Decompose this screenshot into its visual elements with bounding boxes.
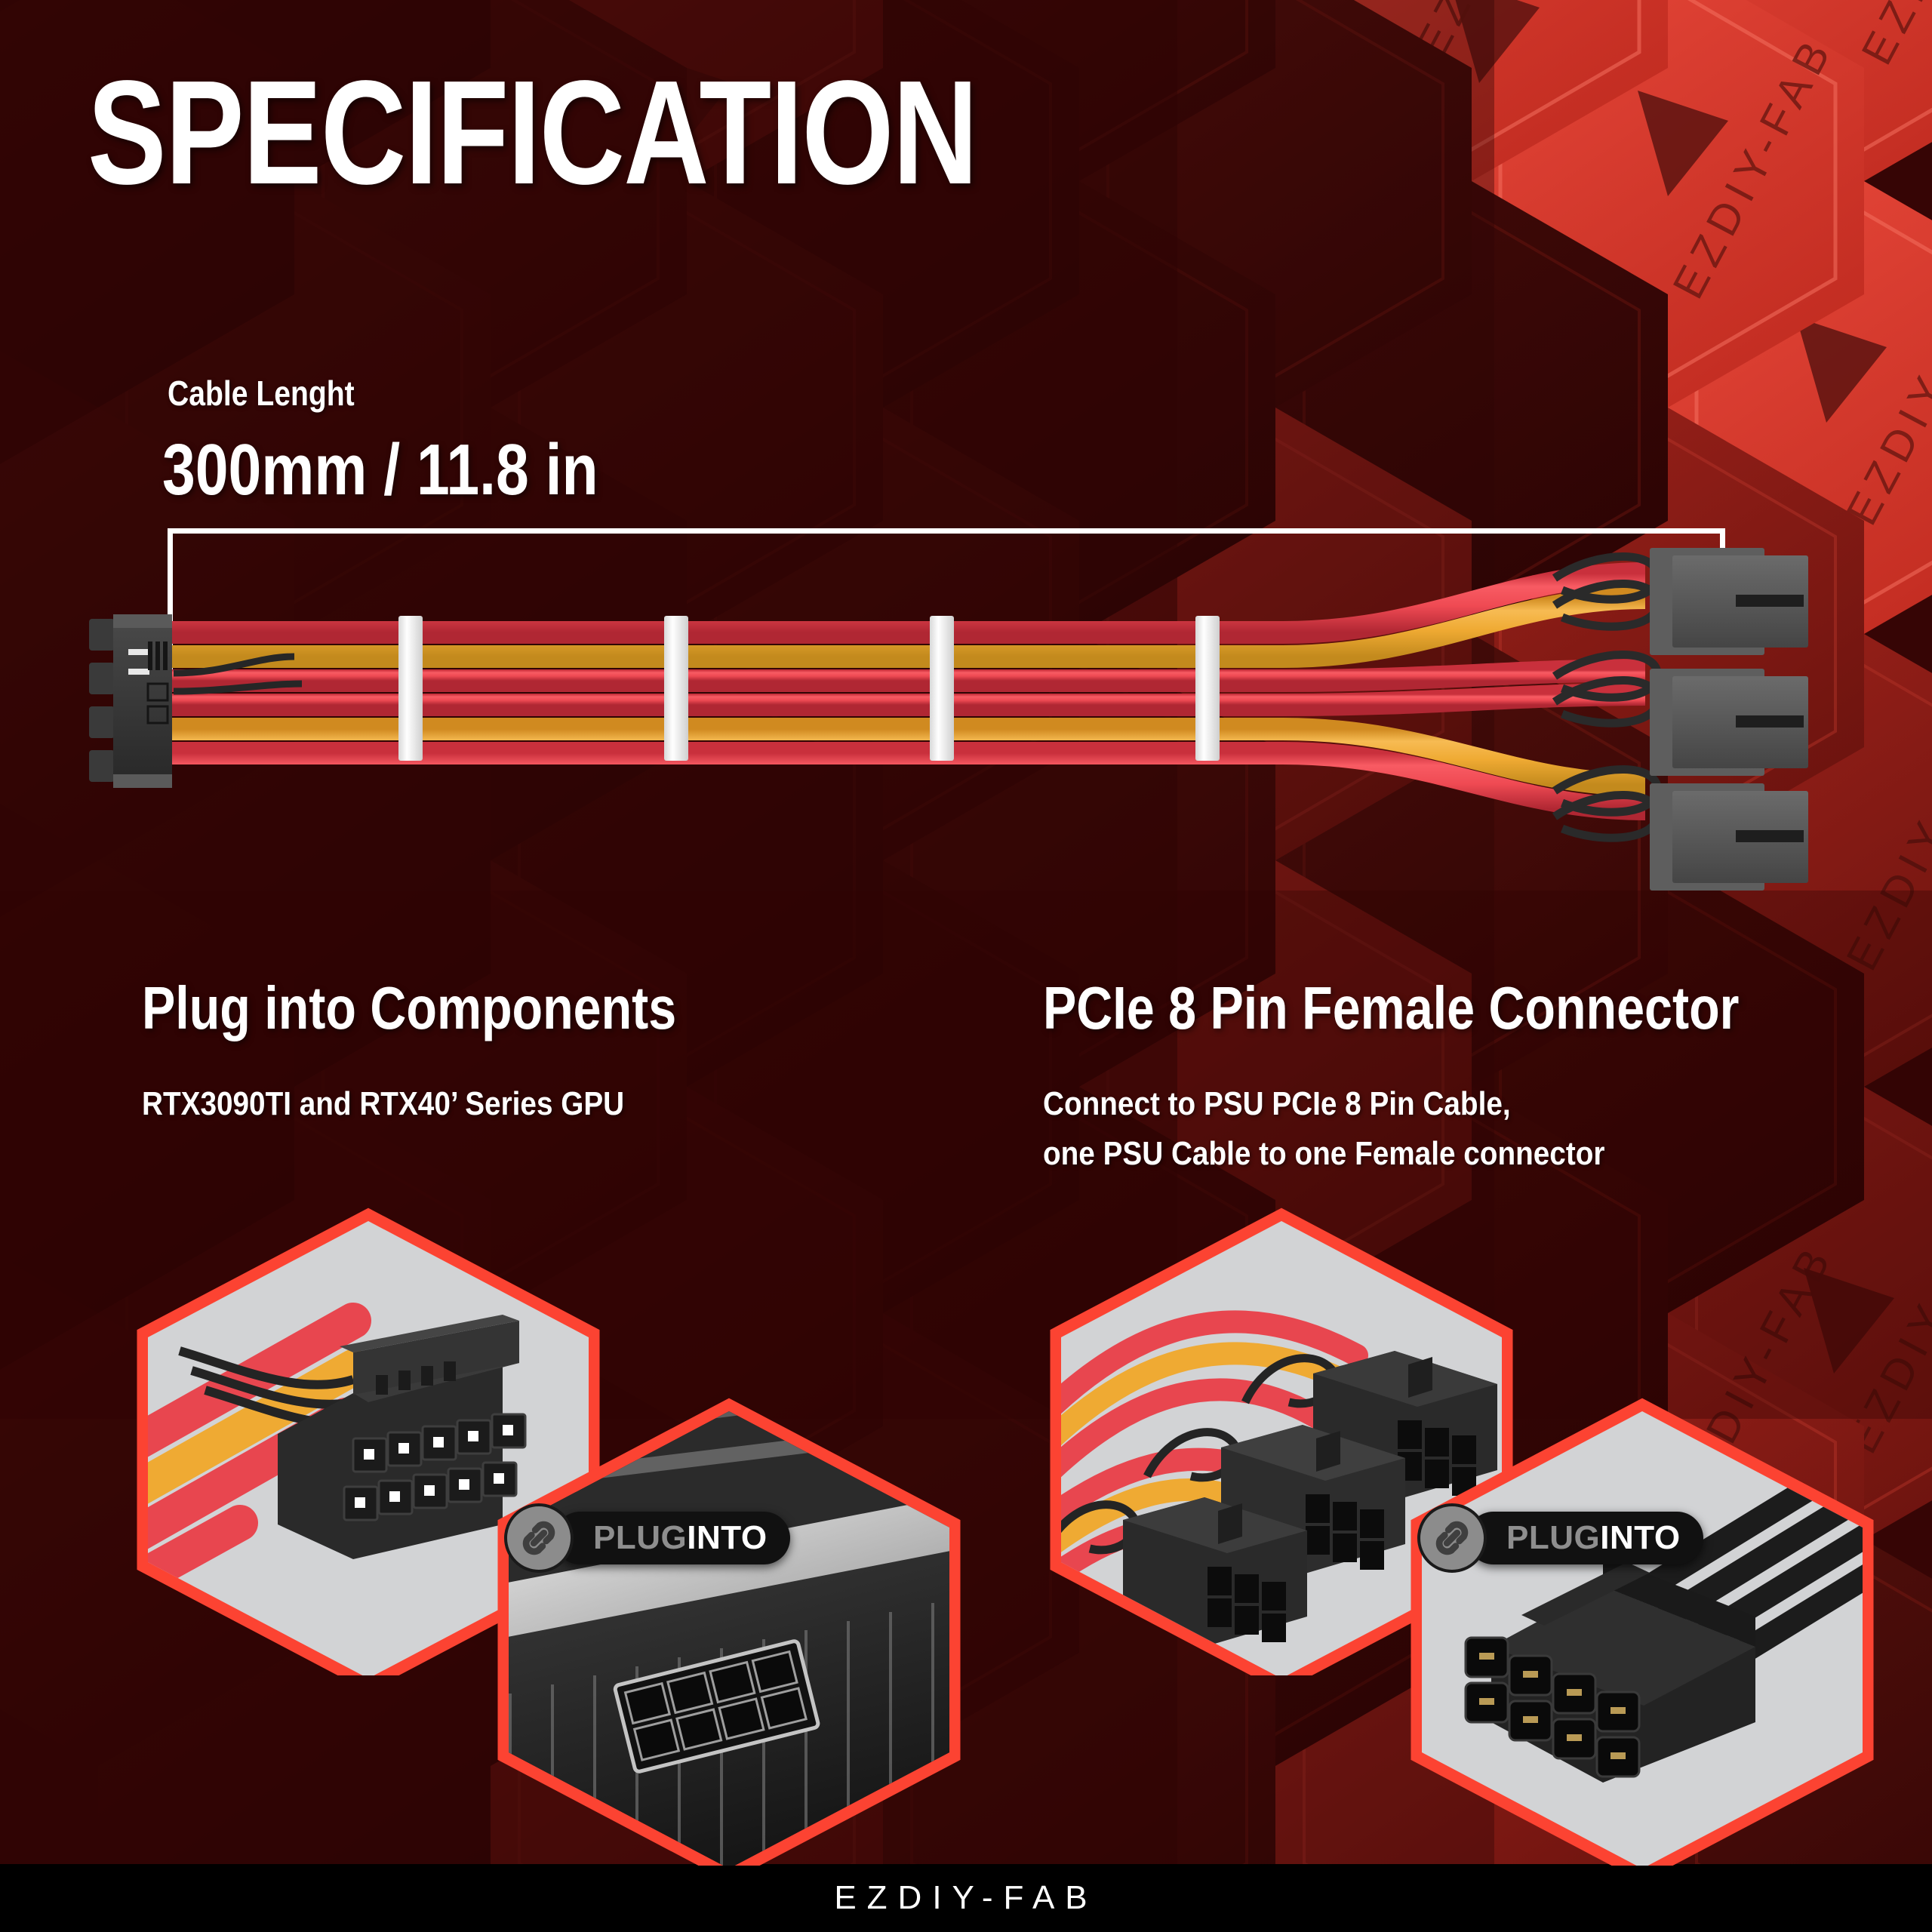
section-subtext-line1: RTX3090TI and RTX40’ Series GPU — [142, 1085, 625, 1122]
cable-trunk — [143, 562, 1646, 820]
footer-brand: EZDIY-FAB — [834, 1879, 1098, 1916]
female-connector-1 — [1650, 548, 1808, 655]
page-title: SPECIFICATION — [88, 50, 978, 215]
photo-16pin-connector — [127, 1208, 610, 1675]
cable-length-label: Cable Lenght — [168, 374, 355, 413]
section-pcie-8pin-female-connector: PCIe 8 Pin Female Connector Connect to P… — [1043, 978, 1881, 1176]
dimension-bracket-left-tick — [168, 528, 173, 688]
cable-male-connector-16pin — [89, 614, 303, 788]
chain-link-icon — [504, 1503, 574, 1573]
badge-suffix: INTO — [1600, 1519, 1681, 1556]
chain-link-icon — [1417, 1503, 1487, 1573]
female-connector-3 — [1650, 783, 1808, 891]
badge-suffix: INTO — [687, 1519, 768, 1556]
badge-prefix: PLUG — [1506, 1519, 1601, 1556]
footer-bar: EZDIY-FAB — [0, 1864, 1932, 1932]
section-subtext-line1: Connect to PSU PCIe 8 Pin Cable, — [1043, 1085, 1511, 1122]
female-connector-2 — [1650, 669, 1808, 776]
cable-illustration — [0, 543, 1932, 966]
section-plug-into-components: Plug into Components RTX3090TI and RTX40… — [142, 978, 786, 1126]
cable-ties — [398, 616, 1220, 761]
photo-psu-male-8pin — [1401, 1398, 1884, 1866]
photo-three-8pin-female — [1040, 1208, 1523, 1675]
section-subtext-line2: one PSU Cable to one Female connector — [1043, 1135, 1605, 1173]
badge-prefix: PLUG — [593, 1519, 688, 1556]
section-heading: PCIe 8 Pin Female Connector — [1043, 974, 1740, 1041]
photo-gpu-socket — [488, 1398, 971, 1866]
cable-length-value: 300mm / 11.8 in — [162, 429, 598, 510]
section-heading: Plug into Components — [142, 974, 677, 1041]
dimension-bracket-top — [168, 528, 1725, 534]
